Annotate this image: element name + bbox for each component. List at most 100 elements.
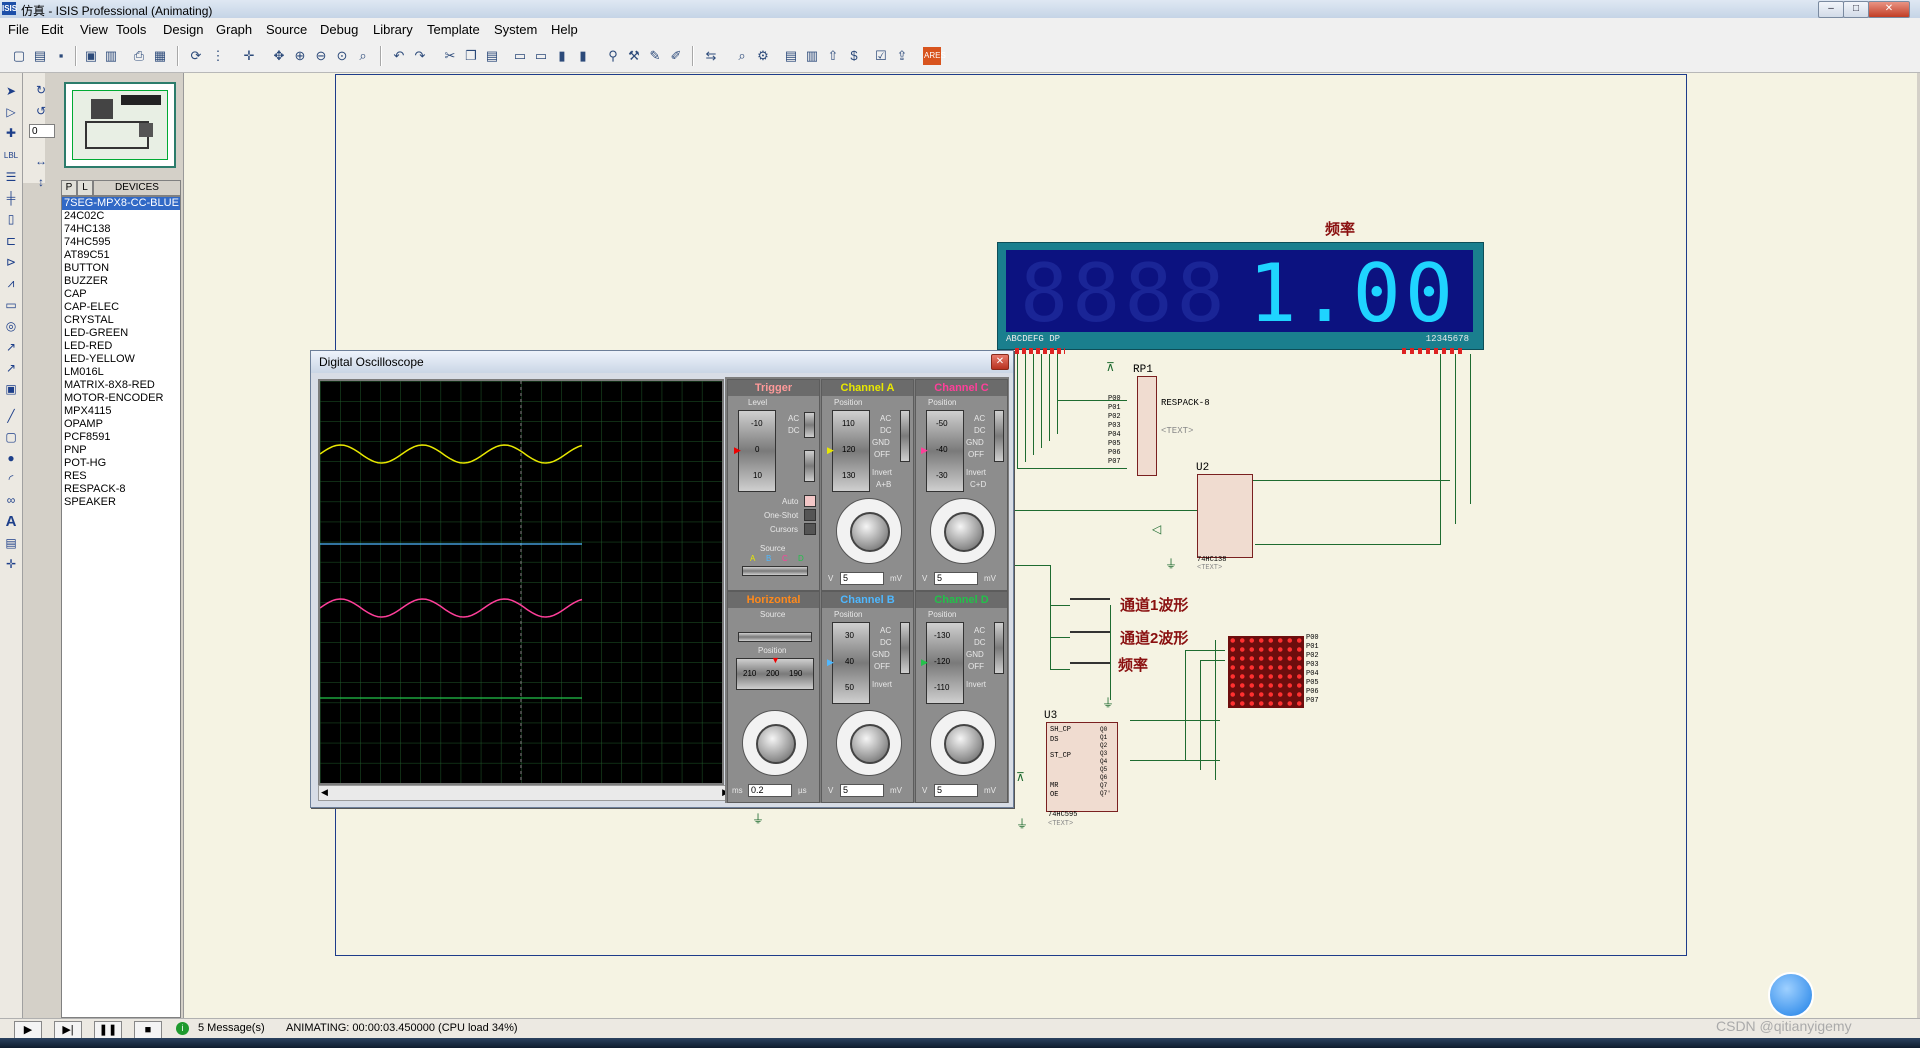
device-list-item[interactable]: MOTOR-ENCODER bbox=[64, 392, 164, 404]
grid-icon[interactable]: ⋮ bbox=[211, 48, 225, 63]
channel-c-position-slider[interactable]: -50 -40 -30 ▶ bbox=[921, 410, 964, 492]
channel-a-position-slider[interactable]: 110 120 130 ▶ bbox=[827, 410, 870, 492]
play-button[interactable]: ▶ bbox=[14, 1021, 42, 1039]
trigger-oneshot-button[interactable] bbox=[804, 509, 816, 521]
box-icon[interactable]: ▢ bbox=[5, 430, 17, 444]
ares-icon[interactable]: ARES bbox=[923, 47, 946, 65]
pick-devices-button[interactable]: P bbox=[61, 180, 77, 196]
maximize-button[interactable]: □ bbox=[1843, 1, 1869, 18]
graph-mode-icon[interactable]: ⩘ bbox=[7, 276, 15, 290]
channel-d-ac[interactable]: AC bbox=[974, 626, 986, 635]
channel-a-value[interactable]: 5 bbox=[840, 572, 884, 585]
device-list-item[interactable]: LED-RED bbox=[64, 340, 113, 352]
channel-b-value[interactable]: 5 bbox=[840, 784, 884, 797]
mirror-x-icon[interactable]: ↔ bbox=[35, 154, 47, 168]
decompose-icon[interactable]: ✐ bbox=[670, 48, 682, 63]
device-list-item[interactable]: BUTTON bbox=[64, 262, 110, 274]
menu-template[interactable]: Template bbox=[427, 22, 480, 37]
current-probe-icon[interactable]: ↗ bbox=[5, 361, 17, 375]
bill-of-materials-icon[interactable]: $ bbox=[850, 48, 858, 63]
channel-b-volts-knob[interactable] bbox=[850, 724, 890, 764]
oscilloscope-window[interactable]: Digital Oscilloscope ✕ ◀ ▶ Trigger Level bbox=[310, 350, 1014, 808]
device-list-item[interactable]: LED-YELLOW bbox=[64, 353, 135, 365]
path-icon[interactable]: ∞ bbox=[6, 493, 16, 507]
export-icon[interactable]: ▥ bbox=[104, 48, 118, 63]
device-list-item[interactable]: LM016L bbox=[64, 366, 104, 378]
channel-c-coupling-switch[interactable] bbox=[994, 410, 1004, 462]
horizontal-time-knob[interactable] bbox=[756, 724, 796, 764]
floating-assistant-icon[interactable] bbox=[1768, 972, 1814, 1018]
menu-library[interactable]: Library bbox=[373, 22, 413, 37]
channel-c-gnd[interactable]: GND bbox=[966, 438, 984, 447]
zoom-in-icon[interactable]: ⊕ bbox=[294, 48, 306, 63]
trigger-source-c[interactable]: C bbox=[782, 554, 788, 563]
wire-autorouter-icon[interactable]: ⇆ bbox=[705, 48, 717, 63]
trigger-source-a[interactable]: A bbox=[750, 554, 756, 563]
voltage-probe-icon[interactable]: ↗ bbox=[5, 340, 17, 354]
channel-c-off[interactable]: OFF bbox=[968, 450, 984, 459]
menu-debug[interactable]: Debug bbox=[320, 22, 359, 37]
zoom-out-icon[interactable]: ⊖ bbox=[315, 48, 327, 63]
block-copy-icon[interactable]: ▭ bbox=[513, 48, 527, 63]
line-icon[interactable]: ╱ bbox=[7, 409, 15, 423]
menu-file[interactable]: File bbox=[8, 22, 29, 37]
device-list-item[interactable]: 7SEG-MPX8-CC-BLUE bbox=[62, 197, 180, 210]
zoom-all-icon[interactable]: ⊙ bbox=[336, 48, 348, 63]
messages-icon[interactable]: i bbox=[176, 1022, 189, 1035]
menu-edit[interactable]: Edit bbox=[41, 22, 64, 37]
channel-b-dc[interactable]: DC bbox=[880, 638, 892, 647]
channel-c-sum[interactable]: C+D bbox=[970, 480, 987, 489]
device-list-item[interactable]: LED-GREEN bbox=[64, 327, 129, 339]
u2-chip[interactable] bbox=[1197, 474, 1253, 558]
channel-d-invert[interactable]: Invert bbox=[966, 680, 987, 689]
device-list-item[interactable]: RESPACK-8 bbox=[64, 483, 126, 495]
exit-to-parent-icon[interactable]: ⇧ bbox=[827, 48, 839, 63]
trigger-source-b[interactable]: B bbox=[766, 554, 772, 563]
channel-a-coupling-switch[interactable] bbox=[900, 410, 910, 462]
origin-icon[interactable]: ✛ bbox=[243, 48, 255, 63]
device-list-item[interactable]: 24C02C bbox=[64, 210, 105, 222]
seven-segment-display[interactable]: 8888 1.00 ABCDEFG DP 12345678 bbox=[997, 242, 1484, 350]
buses-icon[interactable]: ╪ bbox=[6, 191, 16, 205]
trigger-cursors[interactable]: Cursors bbox=[770, 525, 799, 534]
menu-source[interactable]: Source bbox=[266, 22, 308, 37]
channel-a-off[interactable]: OFF bbox=[874, 450, 890, 459]
device-list-item[interactable]: POT-HG bbox=[64, 457, 107, 469]
rp1-chip[interactable] bbox=[1137, 376, 1157, 476]
menu-system[interactable]: System bbox=[494, 22, 538, 37]
device-list-item[interactable]: CAP-ELEC bbox=[64, 301, 120, 313]
tape-recorder-icon[interactable]: ▭ bbox=[5, 298, 17, 312]
channel-d-position-slider[interactable]: -130 -120 -110 ▶ bbox=[921, 622, 964, 704]
channel-a-sum[interactable]: A+B bbox=[876, 480, 892, 489]
channel-c-invert[interactable]: Invert bbox=[966, 468, 987, 477]
device-list-item[interactable]: PNP bbox=[64, 444, 87, 456]
rotate-clockwise-icon[interactable]: ↻ bbox=[35, 83, 47, 97]
junction-dot-icon[interactable]: ✚ bbox=[5, 126, 17, 140]
new-file-icon[interactable]: ▢ bbox=[12, 48, 26, 63]
channel-d-value[interactable]: 5 bbox=[934, 784, 978, 797]
channel-b-gnd[interactable]: GND bbox=[872, 650, 890, 659]
menu-view[interactable]: View bbox=[80, 22, 108, 37]
menu-tools[interactable]: Tools bbox=[116, 22, 147, 37]
overview-window[interactable] bbox=[64, 82, 176, 168]
text-script-icon[interactable]: ☰ bbox=[5, 170, 17, 184]
oscilloscope-close-button[interactable]: ✕ bbox=[991, 354, 1009, 370]
led-matrix[interactable] bbox=[1228, 636, 1304, 708]
trigger-cursors-button[interactable] bbox=[804, 523, 816, 535]
rotation-angle-input[interactable]: 0 bbox=[29, 124, 55, 138]
channel-d-off[interactable]: OFF bbox=[968, 662, 984, 671]
oscilloscope-scrollbar[interactable]: ◀ ▶ bbox=[318, 785, 732, 801]
messages-count[interactable]: 5 Message(s) bbox=[198, 1022, 265, 1034]
channel-c-ac[interactable]: AC bbox=[974, 414, 986, 423]
make-device-icon[interactable]: ⚒ bbox=[628, 48, 640, 63]
channel-b-ac[interactable]: AC bbox=[880, 626, 892, 635]
block-delete-icon[interactable]: ▮ bbox=[579, 48, 587, 63]
subcircuit-icon[interactable]: ▯ bbox=[7, 212, 15, 226]
block-rotate-icon[interactable]: ▮ bbox=[558, 48, 566, 63]
pan-icon[interactable]: ✥ bbox=[273, 48, 285, 63]
property-tool-icon[interactable]: ⚙ bbox=[757, 48, 769, 63]
device-list-item[interactable]: OPAMP bbox=[64, 418, 103, 430]
channel-a-invert[interactable]: Invert bbox=[872, 468, 893, 477]
arc-icon[interactable]: ◜ bbox=[8, 472, 14, 486]
channel-d-dc[interactable]: DC bbox=[974, 638, 986, 647]
